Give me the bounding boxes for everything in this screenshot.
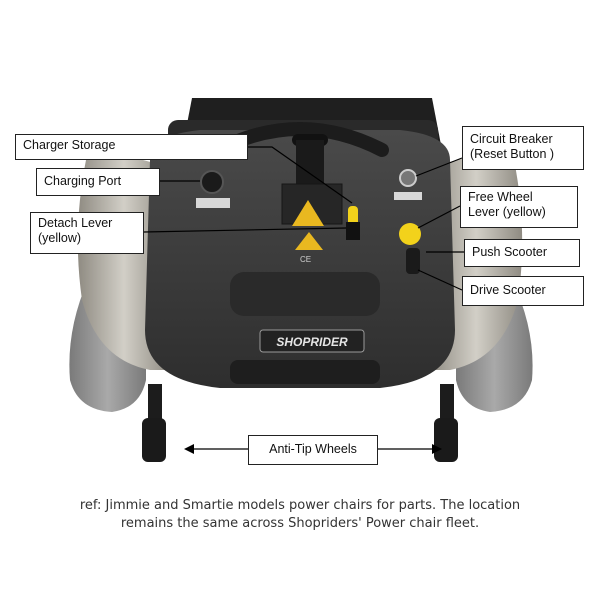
label-charger-storage: Charger Storage (15, 134, 248, 160)
leader-detach-lever (143, 227, 347, 233)
caption-line1: ref: Jimmie and Smartie models power cha… (79, 498, 521, 513)
left-anti-tip-arm (148, 384, 162, 420)
ce-mark: CE (300, 255, 311, 264)
label-anti-tip-wheels: Anti-Tip Wheels (248, 435, 378, 465)
free-wheel-lever (399, 223, 421, 245)
rear-grab-handle (230, 360, 380, 384)
main-body (145, 130, 455, 388)
label-charging-port-text: Charging Port (44, 174, 122, 188)
label-circuit-breaker-line2: (Reset Button ) (470, 147, 555, 161)
label-free-wheel-line1: Free Wheel (468, 190, 533, 204)
caption-line2: remains the same across Shopriders' Powe… (120, 516, 480, 531)
anti-tip-arrowhead-right (432, 444, 442, 454)
label-circuit-breaker-line1: Circuit Breaker (470, 132, 553, 146)
leader-free-wheel (417, 205, 461, 229)
leader-charger-storage (248, 146, 353, 204)
warning-triangle-lower (295, 232, 323, 250)
label-detach-lever-line1: Detach Lever (38, 216, 113, 230)
label-push-scooter-text: Push Scooter (472, 245, 548, 259)
brand-badge (259, 329, 365, 353)
circuit-breaker-button (399, 169, 417, 187)
push-drive-switch (406, 248, 420, 274)
right-anti-tip-arm (440, 384, 454, 420)
circuit-breaker-sticker (394, 192, 422, 200)
leader-drive-scooter (417, 269, 463, 291)
label-anti-tip-wheels-text: Anti-Tip Wheels (269, 442, 357, 456)
right-anti-tip-wheel (434, 418, 458, 462)
leader-lines (143, 146, 464, 450)
charging-port (200, 170, 224, 194)
label-free-wheel: Free Wheel Lever (yellow) (460, 186, 578, 228)
label-push-scooter: Push Scooter (464, 239, 580, 267)
detach-lever (348, 206, 358, 226)
label-drive-scooter-text: Drive Scooter (470, 283, 546, 297)
rear-panel-recess (230, 272, 380, 316)
leader-circuit-breaker (415, 157, 463, 177)
charging-port-sticker (196, 198, 230, 208)
label-drive-scooter: Drive Scooter (462, 276, 584, 306)
label-detach-lever: Detach Lever (yellow) (30, 212, 144, 254)
warning-triangle-upper (292, 200, 324, 226)
anti-tip-arrowhead-left (184, 444, 194, 454)
label-charger-storage-text: Charger Storage (23, 138, 116, 152)
reference-caption: ref: Jimmie and Smartie models power cha… (40, 497, 560, 533)
detach-lever-slot (346, 222, 360, 240)
label-detach-lever-line2: (yellow) (38, 231, 82, 245)
label-free-wheel-line2: Lever (yellow) (468, 205, 546, 219)
left-anti-tip-wheel (142, 418, 166, 462)
brand-text: SHOPRIDER (276, 335, 348, 349)
label-charging-port: Charging Port (36, 168, 160, 196)
label-circuit-breaker: Circuit Breaker (Reset Button ) (462, 126, 584, 170)
